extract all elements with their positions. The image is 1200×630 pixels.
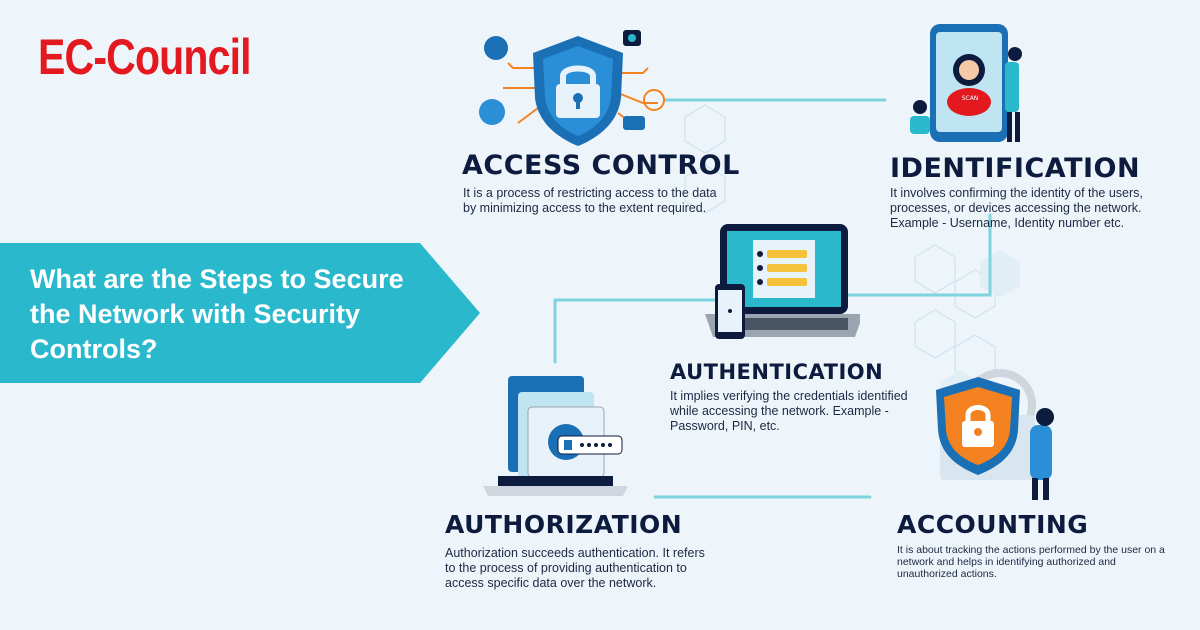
browser-password-icon	[483, 376, 628, 496]
access-control-description: It is a process of restricting access to…	[463, 186, 717, 215]
accounting-title: ACCOUNTING	[897, 510, 1089, 539]
shield-padlock-icon	[936, 369, 1054, 500]
authentication-description: It implies verifying the credentials ide…	[670, 389, 908, 433]
banner-title: What are the Steps to Secure the Network…	[30, 264, 404, 364]
authentication-title: AUTHENTICATION	[670, 360, 884, 384]
authorization-title: AUTHORIZATION	[445, 510, 683, 539]
access-control-title: ACCESS CONTROL	[462, 150, 740, 181]
banner-arrow	[0, 243, 480, 383]
laptop-password-icon	[705, 224, 860, 339]
identification-description: It involves confirming the identity of t…	[890, 186, 1143, 230]
shield-lock-icon	[479, 30, 665, 146]
svg-text:SCAN: SCAN	[962, 95, 979, 102]
ec-council-logo: EC-Council	[38, 29, 252, 85]
accounting-description: It is about tracking the actions perform…	[897, 544, 1165, 580]
identification-title: IDENTIFICATION	[890, 153, 1141, 184]
authorization-description: Authorization succeeds authentication. I…	[445, 546, 705, 590]
phone-face-scan-icon: SCAN	[910, 24, 1022, 142]
